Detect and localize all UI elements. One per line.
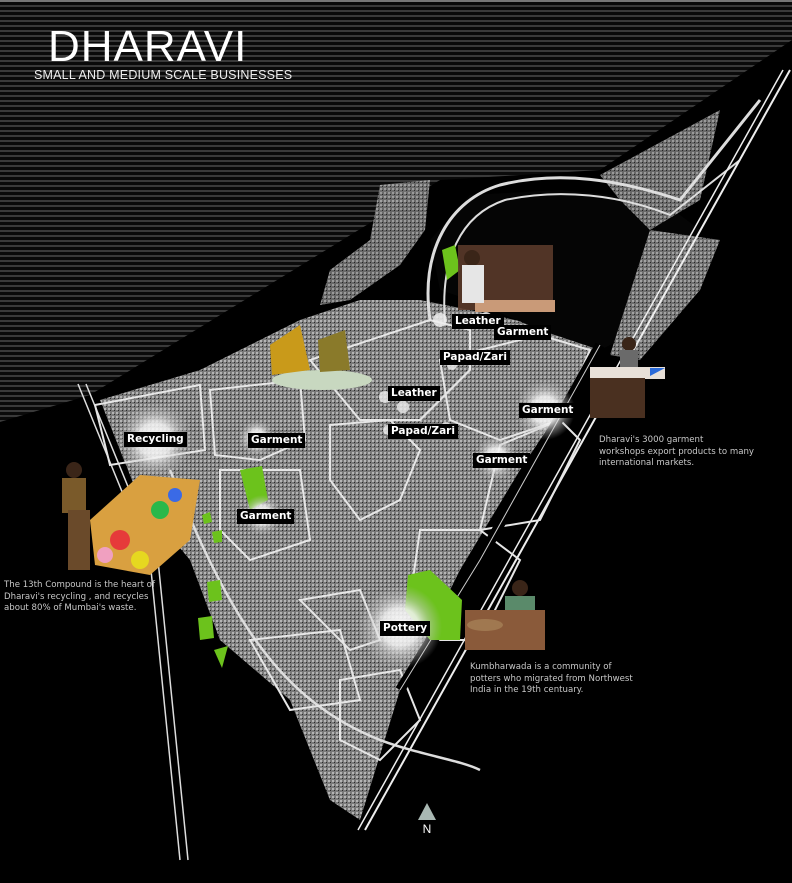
label-papad-zari-north: Papad/Zari (440, 350, 510, 365)
north-arrow: N (417, 803, 437, 836)
garment-worker-photo (590, 337, 665, 418)
photos (62, 245, 665, 650)
potter-photo (465, 580, 545, 650)
papad-makers-photo (270, 325, 372, 390)
map-title: DHARAVI (48, 22, 248, 71)
annotation-garment: Dharavi's 3000 garment workshops export … (599, 435, 755, 468)
label-papad-zari-center: Papad/Zari (388, 424, 458, 439)
label-pottery: Pottery (380, 621, 431, 636)
ring-road-outer (426, 99, 762, 321)
label-recycling: Recycling (124, 432, 187, 447)
railway-east-2 (357, 69, 784, 831)
railway-east (364, 69, 791, 831)
label-garment-east: Garment (519, 403, 577, 418)
north-label: N (422, 822, 432, 836)
label-garment-west: Garment (248, 433, 306, 448)
label-garment-southwest: Garment (237, 509, 295, 524)
north-arrow-icon (418, 803, 436, 820)
top-border (0, 0, 792, 2)
label-leather-center: Leather (388, 386, 440, 401)
annotation-pottery: Kumbharwada is a community of potters wh… (470, 662, 633, 695)
leather-worker-photo (458, 245, 555, 312)
annotation-recycling: The 13th Compound is the heart of Dharav… (4, 580, 155, 613)
recycling-photo (62, 462, 200, 575)
label-garment-north: Garment (494, 325, 552, 340)
northwest-fabric (320, 180, 430, 305)
label-leather-north: Leather (452, 314, 504, 329)
southwest-road (168, 469, 481, 772)
label-garment-center-east: Garment (473, 453, 531, 468)
map-subtitle: SMALL AND MEDIUM SCALE BUSINESSES (34, 68, 293, 82)
